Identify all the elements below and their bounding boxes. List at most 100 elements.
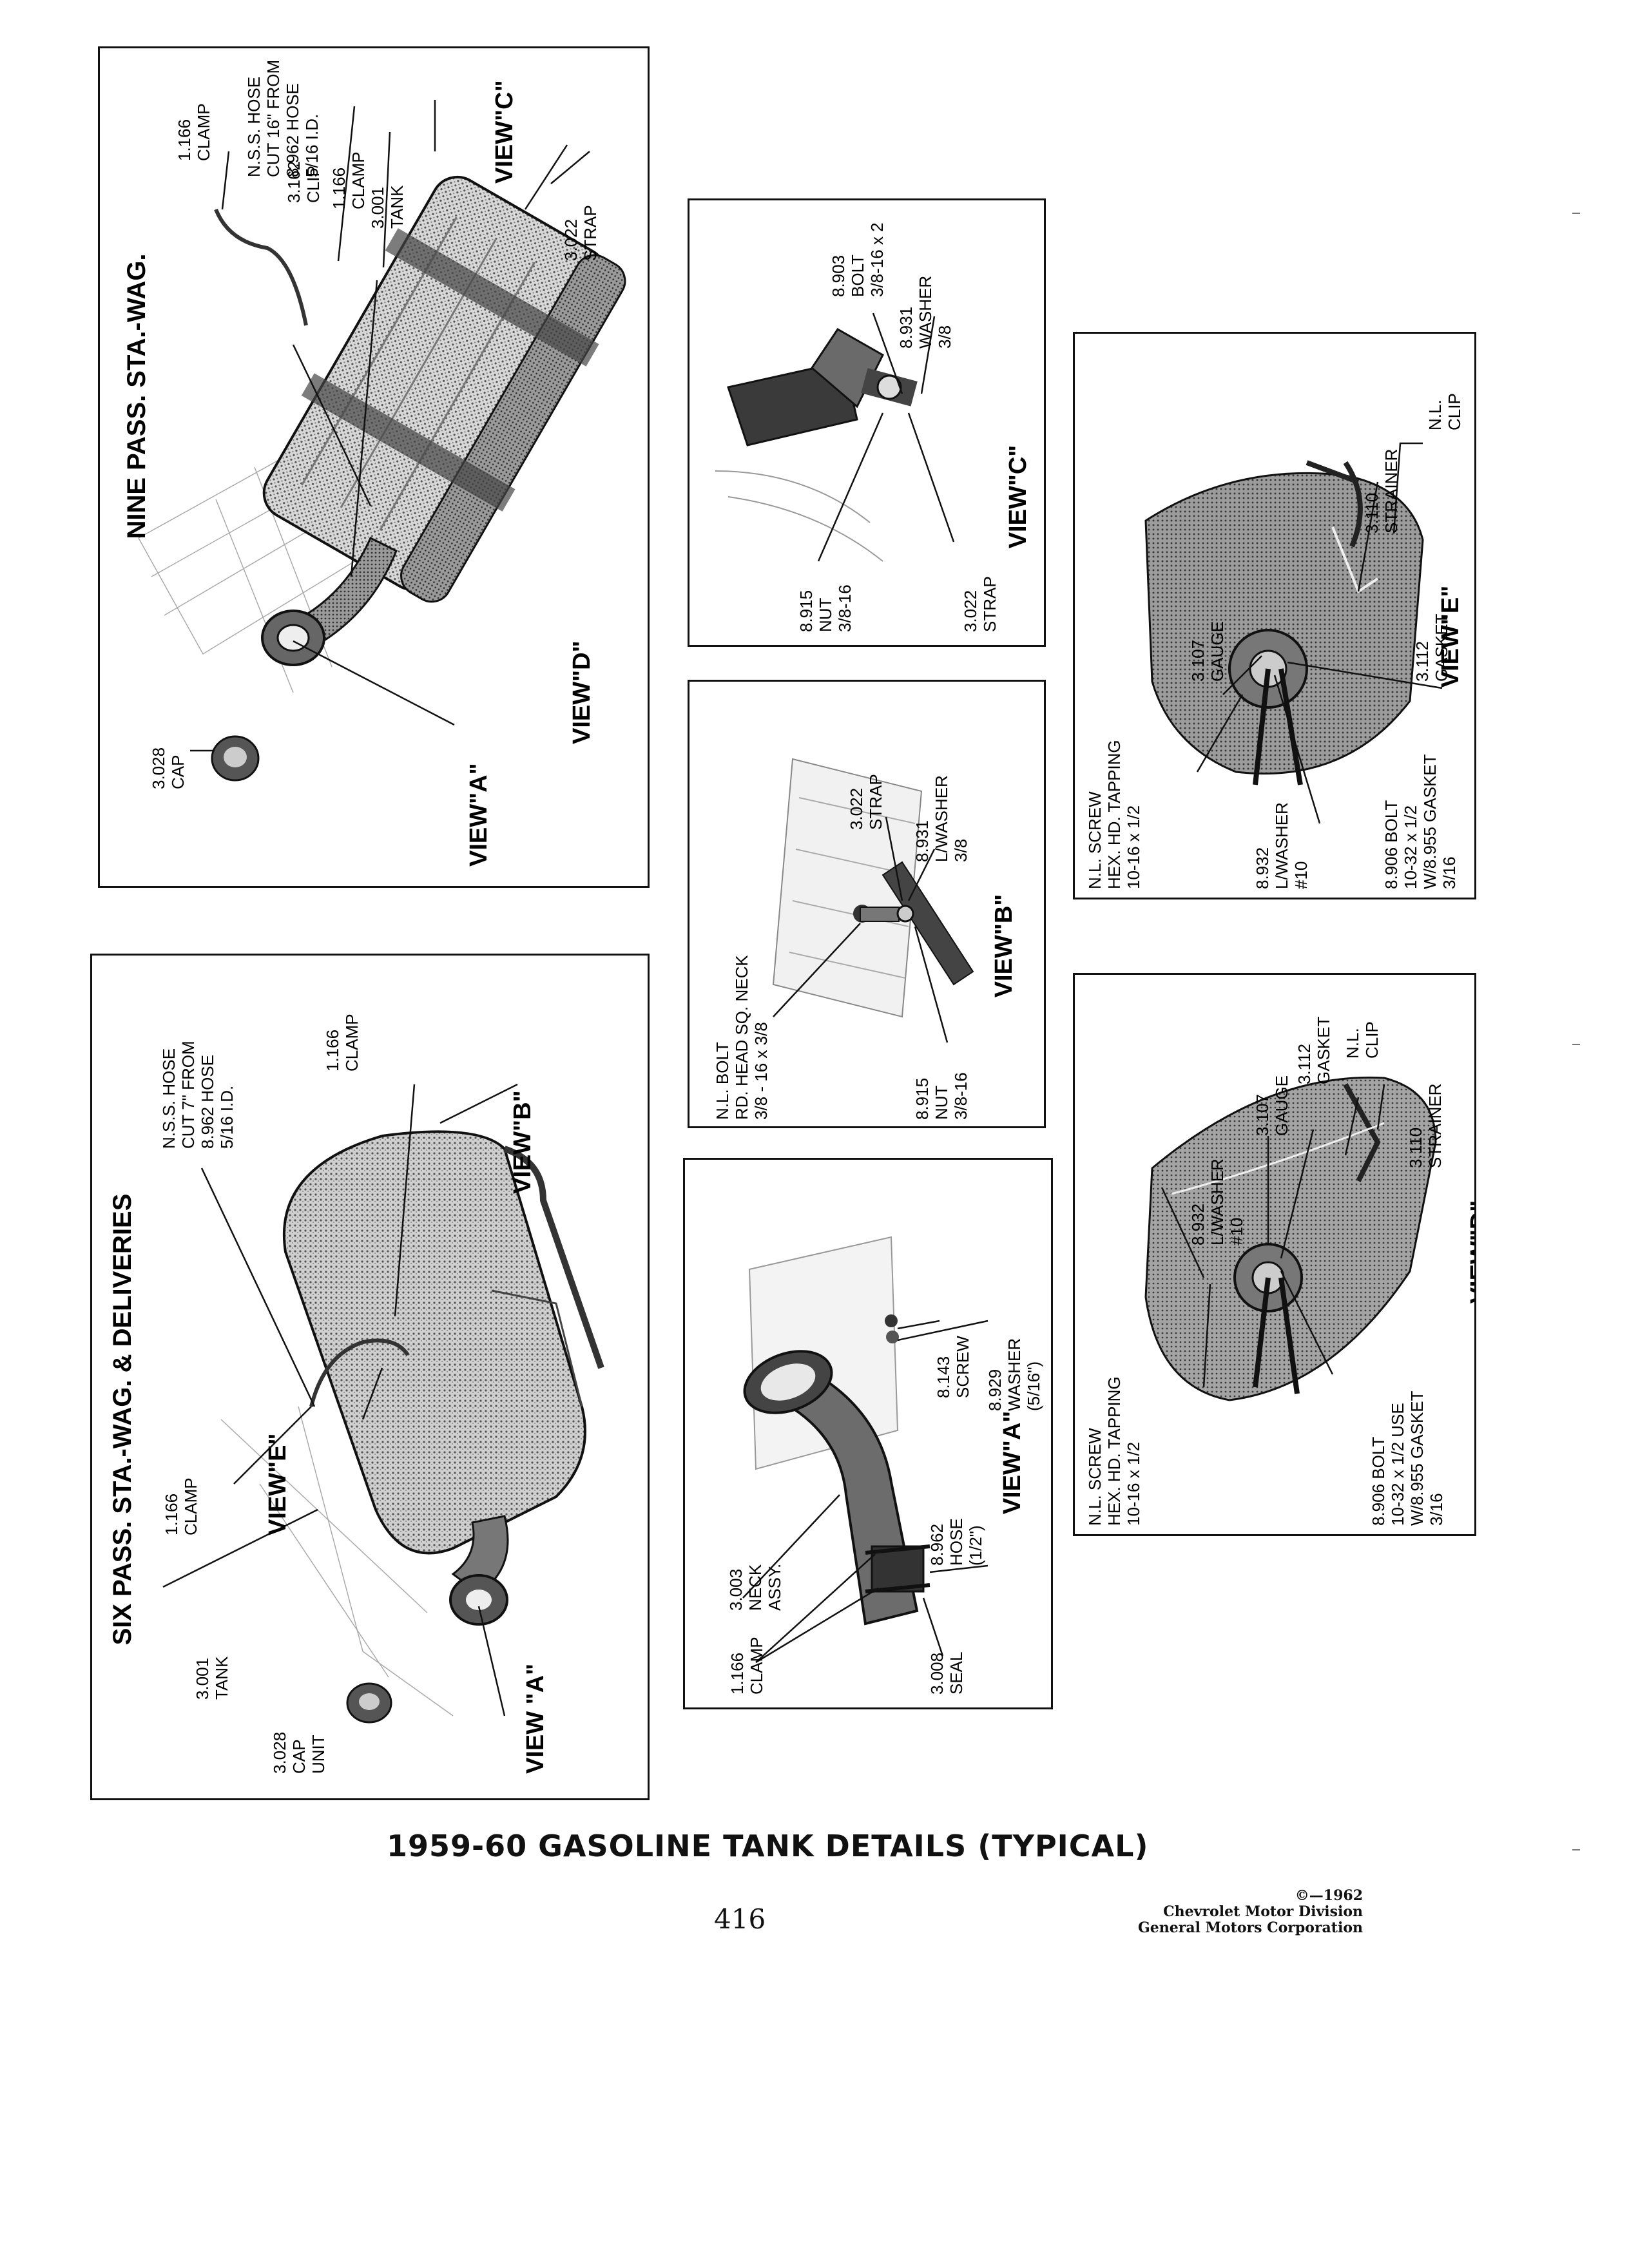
neck-shape: [743, 1236, 930, 1626]
svg-text:8.143: 8.143: [934, 1356, 953, 1398]
chassis-sketch: [220, 1406, 454, 1716]
view-c-illustration: 8.903 BOLT 3/8-16 x 2 8.931 WASHER 3/8 8…: [715, 222, 1032, 632]
view-e-title: VIEW"E": [1437, 586, 1464, 688]
svg-text:#10: #10: [1291, 861, 1311, 889]
view-a-callout: VIEW "A": [522, 1664, 549, 1774]
svg-text:BOLT: BOLT: [848, 255, 867, 297]
copyright-line: General Motors Corporation: [1137, 1919, 1363, 1936]
svg-text:8.962: 8.962: [927, 1524, 947, 1566]
svg-text:GAUGE: GAUGE: [1208, 621, 1227, 682]
view-c-panel: 8.903 BOLT 3/8-16 x 2 8.931 WASHER 3/8 8…: [688, 198, 1046, 647]
svg-text:3.162: 3.162: [284, 161, 304, 203]
clamp-left-label: 1.166 CLAMP: [162, 1477, 200, 1535]
cap-shape: [211, 735, 260, 782]
leader-lines: [742, 1320, 988, 1664]
svg-text:1.166: 1.166: [329, 168, 349, 209]
svg-text:STRAP: STRAP: [581, 205, 600, 261]
svg-text:3.022: 3.022: [561, 219, 581, 261]
svg-text:1.166: 1.166: [728, 1653, 747, 1695]
svg-text:10-32 x 1/2 USE: 10-32 x 1/2 USE: [1388, 1403, 1407, 1526]
six-pass-illustration: SIX PASS. STA.-WAG. & DELIVERIES N.S.S. …: [108, 1014, 604, 1774]
view-a-callout: VIEW"A": [465, 763, 492, 867]
svg-text:10-32 x 1/2: 10-32 x 1/2: [1401, 805, 1420, 889]
clip-label: 3.162 CLIP: [284, 161, 323, 203]
svg-text:CLIP: CLIP: [304, 166, 323, 203]
svg-text:3.110: 3.110: [1406, 1128, 1425, 1168]
view-e-illustration: N.L. CLIP 3.110 STRAINER 3.107 GAUGE 3.1…: [1085, 393, 1464, 889]
view-a-illustration: 8.143 SCREW 8.929 WASHER (5/16") 3.003 N…: [726, 1236, 1043, 1695]
svg-text:3/8-16: 3/8-16: [951, 1072, 970, 1120]
view-b-illustration: N.L. BOLT RD. HEAD SQ. NECK 3/8 - 16 x 3…: [713, 758, 1017, 1120]
svg-text:1.166: 1.166: [175, 119, 194, 161]
svg-text:1.166: 1.166: [323, 1030, 342, 1072]
vent-hose: [309, 1338, 410, 1407]
svg-text:N.L. BOLT: N.L. BOLT: [713, 1042, 732, 1120]
svg-text:8.906 BOLT: 8.906 BOLT: [1382, 800, 1401, 889]
leader-lines: [1161, 1084, 1385, 1388]
copyright-line: Chevrolet Motor Division: [1163, 1903, 1363, 1920]
clip-label: N.L. CLIP: [1425, 393, 1464, 430]
hose-label: N.S.S. HOSE CUT 16" FROM 8.962 HOSE 5/16…: [244, 60, 322, 177]
svg-text:3.107: 3.107: [1188, 640, 1208, 682]
svg-text:HEX. HD. TAPPING: HEX. HD. TAPPING: [1104, 1376, 1124, 1526]
svg-text:3/8-16: 3/8-16: [835, 584, 854, 632]
washer-label: 8.929 WASHER (5/16"): [985, 1338, 1043, 1411]
svg-text:5/16 I.D.: 5/16 I.D.: [217, 1086, 236, 1149]
svg-text:3/16: 3/16: [1440, 856, 1459, 889]
svg-text:L/WASHER: L/WASHER: [1208, 1158, 1227, 1245]
edge-tick: [1572, 213, 1580, 214]
clamp-a-label: 1.166 CLAMP: [175, 103, 213, 161]
gauge-label: 3.107 GAUGE: [1253, 1075, 1291, 1136]
cap-unit-label: 3.028 CAP UNIT: [270, 1732, 328, 1774]
svg-text:SEAL: SEAL: [947, 1652, 966, 1695]
svg-text:NECK: NECK: [746, 1564, 765, 1611]
gasket-label: 3.112 GASKET: [1295, 1016, 1333, 1084]
svg-text:L/WASHER: L/WASHER: [932, 775, 951, 862]
gauge-label: 3.107 GAUGE: [1188, 621, 1227, 682]
svg-text:CAP: CAP: [168, 755, 188, 789]
copyright-block: ©—1962 Chevrolet Motor Division General …: [1118, 1888, 1363, 1936]
tank-shape: [262, 175, 626, 603]
svg-text:N.L. SCREW: N.L. SCREW: [1085, 1428, 1104, 1526]
view-b-title: VIEW"B": [990, 894, 1017, 998]
nut-label: 8.915 NUT 3/8-16: [912, 1072, 970, 1120]
screw-label: 8.143 SCREW: [934, 1336, 972, 1398]
view-b-panel: N.L. BOLT RD. HEAD SQ. NECK 3/8 - 16 x 3…: [688, 680, 1046, 1128]
svg-text:10-16 x 1/2: 10-16 x 1/2: [1124, 805, 1143, 889]
nine-pass-panel: NINE PASS. STA.-WAG. 3.028 CAP 1.166 CLA…: [98, 46, 650, 888]
svg-text:RD. HEAD SQ. NECK: RD. HEAD SQ. NECK: [732, 955, 751, 1120]
svg-text:8.915: 8.915: [796, 590, 816, 632]
screw-label: N.L. SCREW HEX. HD. TAPPING 10-16 x 1/2: [1085, 740, 1143, 889]
svg-text:8.962 HOSE: 8.962 HOSE: [283, 83, 302, 177]
copyright-line: ©—1962: [1295, 1887, 1363, 1904]
tank-label: 3.001 TANK: [368, 185, 407, 229]
svg-text:3.028: 3.028: [149, 747, 168, 789]
seal-label: 3.008 SEAL: [927, 1652, 966, 1695]
svg-text:N.L. SCREW: N.L. SCREW: [1085, 791, 1104, 889]
view-d-callout: VIEW"D": [568, 640, 595, 744]
svg-text:3.008: 3.008: [927, 1653, 947, 1695]
svg-text:3.110: 3.110: [1362, 493, 1382, 533]
svg-text:GAUGE: GAUGE: [1272, 1075, 1291, 1136]
svg-text:CLAMP: CLAMP: [194, 103, 213, 161]
view-d-panel: 8.932 L/WASHER #10 3.107 GAUGE 3.112 GAS…: [1073, 973, 1476, 1536]
svg-text:8.932: 8.932: [1188, 1204, 1208, 1245]
svg-text:(1/2"): (1/2"): [966, 1525, 985, 1566]
strap-label: 3.022 STRAP: [847, 774, 885, 830]
svg-text:N.S.S. HOSE: N.S.S. HOSE: [244, 77, 264, 177]
svg-text:CUT 16" FROM: CUT 16" FROM: [264, 60, 283, 177]
svg-text:10-16 x 1/2: 10-16 x 1/2: [1124, 1442, 1143, 1526]
svg-text:3.003: 3.003: [726, 1569, 746, 1611]
svg-text:3.028: 3.028: [270, 1732, 289, 1774]
clamp-label: 1.166 CLAMP: [728, 1637, 766, 1695]
svg-text:3.022: 3.022: [961, 590, 980, 632]
svg-text:CLAMP: CLAMP: [747, 1637, 766, 1695]
svg-text:TANK: TANK: [387, 185, 407, 229]
svg-text:5/16 I.D.: 5/16 I.D.: [302, 114, 322, 177]
svg-text:CAP: CAP: [289, 1740, 309, 1774]
washer-label: 8.932 L/WASHER #10: [1253, 802, 1311, 889]
clip-label: N.L. CLIP: [1343, 1021, 1382, 1059]
washer-label: 8.931 WASHER 3/8: [896, 276, 954, 349]
hose-label: 8.962 HOSE (1/2"): [927, 1518, 985, 1566]
filler-neck-shape: [449, 1515, 509, 1626]
